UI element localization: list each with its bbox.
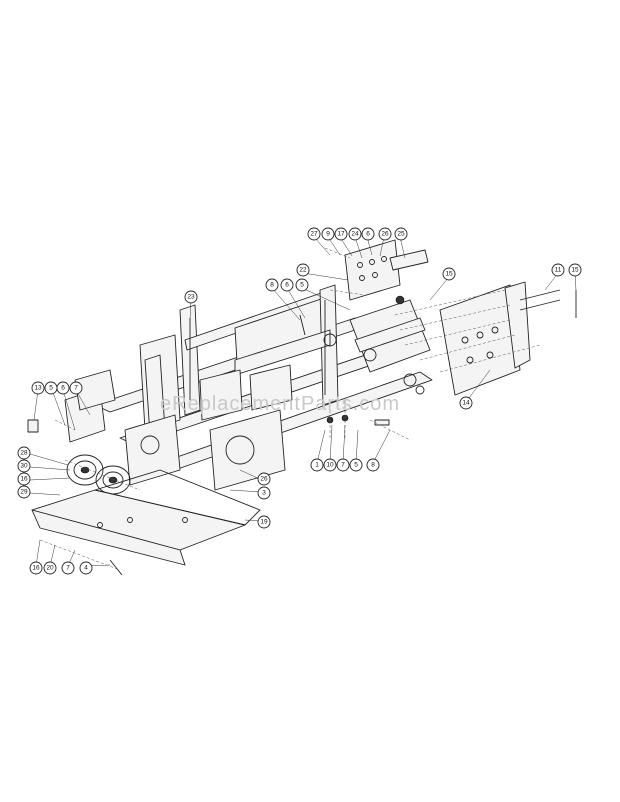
svg-text:7: 7 [341,462,345,469]
watermark-text: eReplacementParts.com [160,393,400,415]
callout-26: 26 [378,227,392,241]
svg-text:6: 6 [285,282,289,289]
svg-text:8: 8 [371,462,375,469]
svg-text:5: 5 [354,462,358,469]
callout-16: 16 [17,472,31,486]
svg-text:24: 24 [351,231,359,238]
callout-29: 29 [17,485,31,499]
callout-24: 24 [348,227,362,241]
callout-16b: 16 [29,561,43,575]
svg-text:15: 15 [445,271,453,278]
svg-text:30: 30 [20,463,28,470]
callout-26b: 26 [257,472,271,486]
callout-14: 14 [459,396,473,410]
svg-text:4: 4 [84,565,88,572]
svg-text:16: 16 [32,565,40,572]
leader-lines [29,236,577,567]
callout-25: 25 [394,227,408,241]
svg-text:15: 15 [571,267,579,274]
svg-text:3: 3 [262,490,266,497]
svg-text:26: 26 [381,231,389,238]
svg-text:17: 17 [337,231,345,238]
svg-text:5: 5 [300,282,304,289]
callout-9: 9 [321,227,335,241]
callout-30: 30 [17,459,31,473]
callout-20: 20 [43,561,57,575]
callout-5: 5 [295,278,309,292]
callout-23: 23 [184,290,198,304]
svg-text:1: 1 [315,462,319,469]
svg-text:20: 20 [46,565,54,572]
callout-7: 7 [69,381,83,395]
callout-5c: 5 [349,458,363,472]
callout-28: 28 [17,446,31,460]
svg-text:14: 14 [462,400,470,407]
svg-text:5: 5 [49,385,53,392]
rear-bracket-plate [394,281,577,396]
svg-text:10: 10 [326,462,334,469]
callout-8b: 8 [366,458,380,472]
callout-22: 22 [296,263,310,277]
svg-text:8: 8 [270,282,274,289]
callout-3: 3 [257,486,271,500]
callout-7c: 7 [61,561,75,575]
callout-17: 17 [334,227,348,241]
callout-13: 13 [31,381,45,395]
svg-text:19: 19 [260,519,268,526]
callout-15: 15 [442,267,456,281]
svg-text:7: 7 [74,385,78,392]
callout-27: 27 [307,227,321,241]
svg-text:29: 29 [20,489,28,496]
callout-6: 6 [361,227,375,241]
callout-7b: 7 [336,458,350,472]
main-frame [64,284,433,491]
svg-text:27: 27 [310,231,318,238]
top-hinge-bracket [299,239,429,336]
svg-text:7: 7 [66,565,70,572]
svg-text:25: 25 [397,231,405,238]
callout-8: 8 [265,278,279,292]
callout-15b: 15 [568,263,582,277]
svg-text:16: 16 [20,476,28,483]
svg-text:23: 23 [187,294,195,301]
svg-text:11: 11 [555,267,562,274]
svg-text:6: 6 [366,231,370,238]
callout-6b: 6 [280,278,294,292]
callout-11: 11 [551,263,565,277]
svg-text:28: 28 [20,450,28,457]
callout-5b: 5 [44,381,58,395]
svg-text:13: 13 [34,385,42,392]
svg-text:26: 26 [260,476,268,483]
callout-19: 19 [257,515,271,529]
callout-10: 10 [323,458,337,472]
svg-text:22: 22 [299,267,307,274]
callout-6c: 6 [56,381,70,395]
svg-text:6: 6 [61,385,65,392]
callout-1: 1 [310,458,324,472]
svg-text:9: 9 [326,231,330,238]
callout-4: 4 [79,561,93,575]
